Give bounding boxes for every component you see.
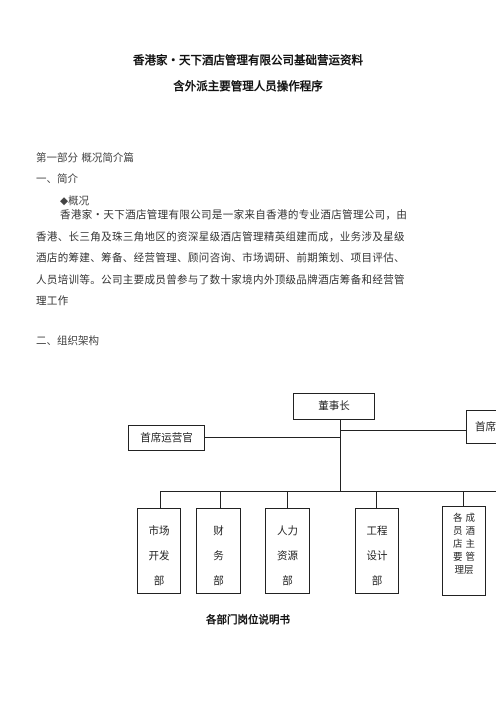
dept-box-hr: 人力 资源 部 bbox=[265, 508, 310, 594]
paragraph-line: 香港家・天下酒店管理有限公司是一家来自香港的专业酒店管理公司，由 bbox=[60, 209, 408, 221]
dept-label-line: 人力 bbox=[277, 525, 298, 537]
paragraph-line: 理工作 bbox=[36, 295, 69, 307]
dept-drop-line bbox=[220, 491, 221, 508]
section-intro-heading: 一、简介 bbox=[36, 173, 78, 185]
paragraph-line: 人员培训等。公司主要成员曾参与了数十家境内外顶级品牌酒店筹备和经营管 bbox=[36, 273, 405, 286]
dept-label-line: 店 主 bbox=[452, 539, 476, 550]
right-connector-line bbox=[340, 430, 466, 431]
part-heading: 第一部分 概况简介篇 bbox=[36, 152, 134, 164]
dept-bus-line bbox=[160, 491, 496, 492]
paragraph-line: 酒店的筹建、筹备、经营管理、顾问咨询、市场调研、前期策划、项目评估、 bbox=[36, 252, 405, 264]
dept-drop-line bbox=[376, 491, 377, 508]
dept-label-line: 各 成 bbox=[452, 513, 476, 524]
dept-label-line: 市场 bbox=[148, 525, 170, 537]
dept-label-line: 财 bbox=[213, 525, 224, 537]
dept-label-line: 工程 bbox=[366, 525, 388, 537]
chairman-box: 董事长 bbox=[293, 393, 375, 420]
chairman-label: 董事长 bbox=[318, 400, 350, 412]
dept-label-line: 务 bbox=[213, 550, 224, 562]
coo-connector-line bbox=[205, 437, 340, 438]
dept-label-line: 部 bbox=[282, 575, 293, 587]
dept-label-line: 员 酒 bbox=[452, 526, 476, 537]
coo-label: 首席运营官 bbox=[140, 432, 193, 444]
paragraph-line: 香港、长三角及珠三角地区的资深星级酒店管理精英组建而成，业务涉及星级 bbox=[36, 230, 405, 243]
dept-label-line: 部 bbox=[371, 575, 383, 587]
dept-label-line: 资源 bbox=[277, 550, 298, 562]
coo-box: 首席运营官 bbox=[128, 425, 205, 451]
dept-label-line: 部 bbox=[153, 575, 165, 587]
document-title: 香港家・天下酒店管理有限公司基础营运资料 bbox=[133, 53, 363, 67]
dept-box-finance: 财 务 部 bbox=[196, 508, 241, 594]
chairman-trunk-line bbox=[340, 420, 341, 492]
dept-label-line: 要 管 bbox=[452, 552, 476, 563]
dept-box-member-hotels: 各 成 员 酒 店 主 要 管 理层 bbox=[442, 506, 486, 596]
dept-drop-line bbox=[463, 491, 464, 506]
caption: 各部门岗位说明书 bbox=[206, 614, 290, 626]
overview-paragraph: 香港家・天下酒店管理有限公司是一家来自香港的专业酒店管理公司，由 香港、长三角及… bbox=[36, 205, 456, 313]
section-org-heading: 二、组织架构 bbox=[36, 335, 99, 347]
dept-label-line: 设计 bbox=[366, 550, 388, 562]
dept-box-engineering: 工程 设计 部 bbox=[355, 508, 399, 594]
dept-label-line: 部 bbox=[213, 575, 224, 587]
dept-label-line: 开发 bbox=[148, 550, 170, 562]
right-partial-label: 首席 bbox=[475, 421, 496, 433]
bullet-overview-heading: ◆概况 bbox=[60, 195, 90, 207]
right-partial-box: 首席 bbox=[466, 410, 496, 444]
dept-box-marketing: 市场 开发 部 bbox=[137, 508, 181, 594]
document-subtitle: 含外派主要管理人员操作程序 bbox=[173, 79, 323, 93]
dept-drop-line bbox=[160, 491, 161, 508]
dept-drop-line bbox=[287, 491, 288, 508]
dept-label-line: 理层 bbox=[454, 565, 474, 576]
